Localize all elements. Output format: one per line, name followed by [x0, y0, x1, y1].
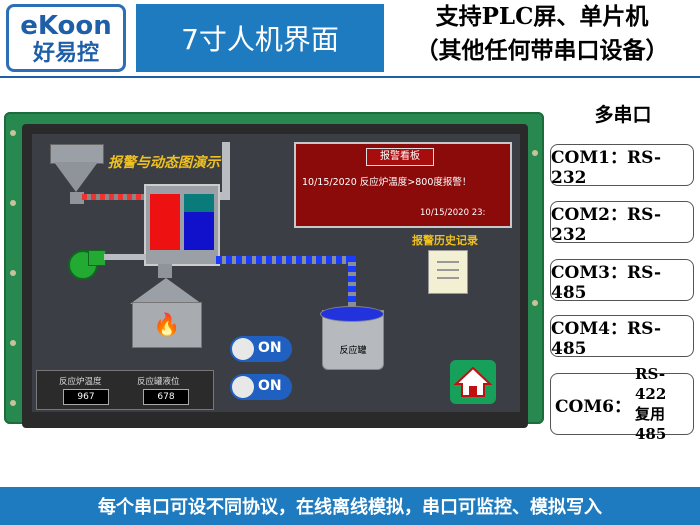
support-line-2: （其他任何带串口设备） — [415, 37, 669, 64]
hmi-screen: 报警与动态图演示 🔥 反应罐 报警看板 10/15/2020 反应炉温度>800… — [32, 134, 520, 412]
tank-level-label: 反应罐液位 — [137, 377, 180, 387]
com6-mode-2: 复用485 — [635, 405, 667, 443]
toggle-switch-2[interactable]: ON — [230, 374, 292, 400]
support-banner: 支持PLC屏、单片机 （其他任何带串口设备） — [384, 0, 700, 76]
com6-mode-1: RS-422 — [635, 365, 667, 403]
tank-level-value: 678 — [143, 389, 189, 405]
support-line-1: 支持PLC屏、单片机 — [435, 3, 649, 30]
toggle-label: ON — [258, 340, 282, 356]
alarm-message: 10/15/2020 反应炉温度>800度报警！ — [302, 177, 472, 188]
hopper — [50, 144, 104, 164]
page-title: 7寸人机界面 — [136, 4, 384, 72]
reaction-tank-label: 反应罐 — [339, 346, 367, 356]
pcb-pin — [532, 150, 538, 156]
demo-title: 报警与动态图演示 — [108, 155, 220, 171]
hopper-neck — [70, 192, 84, 204]
clipboard-line — [437, 269, 459, 271]
furnace: 🔥 — [132, 302, 202, 348]
pcb-pin — [10, 400, 16, 406]
alarm-timestamp: 10/15/2020 23: — [420, 208, 486, 218]
mixing-tank — [144, 184, 220, 266]
clipboard-icon[interactable] — [428, 250, 468, 294]
furnace-temp-label: 反应炉温度 — [59, 377, 102, 387]
logo-text-cn: 好易控 — [32, 41, 99, 66]
tank-level-blue — [184, 212, 214, 250]
flow-pipe-vertical — [348, 256, 356, 310]
footer-banner: 每个串口可设不同协议，在线离线模拟，串口可监控、模拟写入 — [0, 487, 700, 525]
toggle-knob — [232, 338, 254, 360]
feed-pipe-red — [82, 194, 144, 200]
com6-label: COM6： — [555, 396, 631, 417]
com-port-6: COM6： RS-422 复用485 — [550, 365, 694, 443]
toggle-label: ON — [258, 378, 282, 394]
toggle-switch-1[interactable]: ON — [230, 336, 292, 362]
tank-level-teal — [184, 194, 214, 212]
clipboard-line — [437, 261, 459, 263]
hopper-cone — [54, 162, 98, 192]
com-port-1: COM1：RS-232 — [550, 144, 694, 188]
alarm-history-label[interactable]: 报警历史记录 — [412, 234, 478, 247]
reaction-tank-liquid — [320, 306, 384, 322]
home-button[interactable] — [450, 360, 496, 404]
brand-logo: eKoon 好易控 — [6, 4, 126, 72]
alarm-panel-header: 报警看板 — [366, 148, 434, 166]
logo-text-en: eKoon — [20, 11, 112, 41]
flow-pipe-horizontal — [216, 256, 348, 264]
com6-modes: RS-422 复用485 — [635, 364, 693, 444]
header-divider — [0, 76, 700, 78]
furnace-stack — [158, 264, 172, 278]
pipe — [216, 192, 230, 200]
com-port-2: COM2：RS-232 — [550, 201, 694, 245]
com-port-3: COM3：RS-485 — [550, 259, 694, 303]
pcb-pin — [10, 130, 16, 136]
pipe — [222, 142, 230, 198]
alarm-panel: 报警看板 10/15/2020 反应炉温度>800度报警！ 10/15/2020… — [294, 142, 512, 228]
com-port-4: COM4：RS-485 — [550, 315, 694, 359]
pcb-pin — [10, 200, 16, 206]
home-icon — [453, 366, 493, 397]
pcb-pin — [10, 270, 16, 276]
flame-icon: 🔥 — [153, 313, 181, 338]
tank-level-red — [150, 194, 180, 250]
pcb-pin — [532, 300, 538, 306]
clipboard-line — [437, 277, 459, 279]
furnace-hood — [130, 278, 202, 304]
pipe — [104, 254, 146, 260]
pcb-pin — [10, 340, 16, 346]
toggle-knob — [232, 376, 254, 398]
ports-title: 多串口 — [594, 104, 652, 126]
furnace-temp-value: 967 — [63, 389, 109, 405]
meter-panel: 反应炉温度 反应罐液位 967 678 — [36, 370, 214, 410]
